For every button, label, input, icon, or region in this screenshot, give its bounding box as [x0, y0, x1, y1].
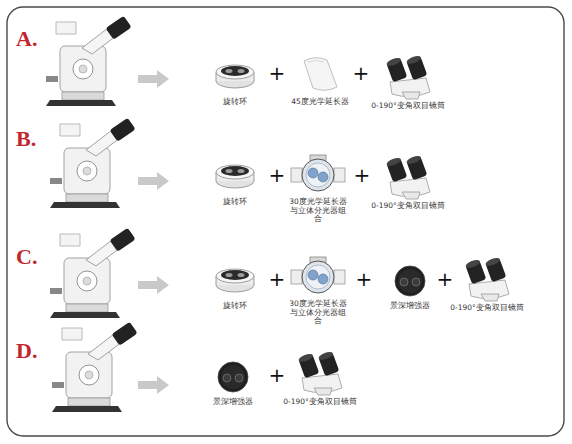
part-caption: 30度光学延长器与立体分光器组合 [289, 300, 347, 326]
plus-sign: + [356, 268, 373, 291]
part-caption: 0-190°变角双目镜筒 [371, 102, 445, 111]
microscope-image [46, 16, 132, 106]
binocular-image [386, 54, 430, 99]
row-letter: A. [16, 26, 37, 51]
binocular-image [298, 350, 342, 395]
plus-sign: + [269, 164, 286, 187]
binocular-image [386, 154, 430, 199]
part-caption: 0-190°变角双目镜筒 [283, 398, 357, 407]
plus-sign: + [269, 364, 286, 387]
rotating-ring-image [216, 65, 254, 88]
part-caption: 0-190°变角双目镜筒 [450, 304, 524, 313]
beam-splitter-image [291, 257, 345, 293]
part-caption: 0-190°变角双目镜筒 [371, 202, 445, 211]
plus-sign: + [269, 268, 286, 291]
part-caption: 45度光学延长器 [291, 98, 349, 107]
plus-sign: + [354, 164, 371, 187]
rotating-ring-image [216, 269, 254, 292]
plus-sign: + [269, 62, 286, 85]
plus-sign: + [437, 268, 454, 291]
row-letter: C. [16, 244, 37, 269]
binocular-image [465, 256, 509, 301]
gray-arrow [138, 276, 169, 294]
figure-frame [7, 7, 564, 436]
plus-sign: + [353, 62, 370, 85]
part-caption: 旋转环 [223, 302, 247, 311]
row-letter: D. [16, 338, 37, 363]
row-letter: B. [16, 126, 36, 151]
depth-enhancer-image [395, 266, 425, 296]
beam-splitter-image [291, 155, 345, 191]
part-caption: 景深增强器 [213, 398, 253, 407]
microscope-image [50, 118, 136, 208]
gray-arrow [138, 376, 169, 394]
gray-arrow [138, 172, 169, 190]
gray-arrow [138, 70, 169, 88]
part-caption: 景深增强器 [390, 302, 430, 311]
microscope-image [52, 322, 138, 412]
rotating-ring-image [216, 165, 254, 188]
part-caption: 旋转环 [223, 98, 247, 107]
extender-image [304, 58, 337, 91]
microscope-image [50, 228, 136, 318]
depth-enhancer-image [218, 362, 248, 392]
part-caption: 30度光学延长器与立体分光器组合 [289, 198, 347, 224]
part-caption: 旋转环 [223, 198, 247, 207]
